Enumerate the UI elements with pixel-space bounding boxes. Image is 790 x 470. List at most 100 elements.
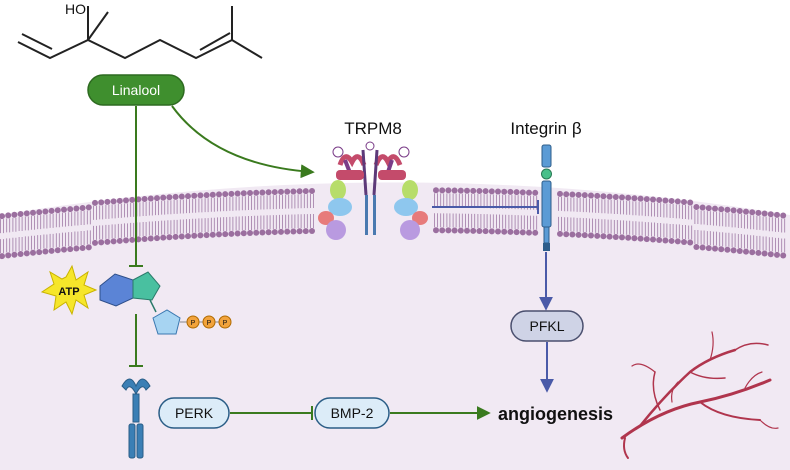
- lipid-tail: [644, 202, 649, 237]
- integrin-beta-icon: [541, 144, 552, 251]
- lipid-head: [730, 247, 737, 254]
- lipid-head: [185, 193, 191, 200]
- lipid-head: [247, 230, 253, 237]
- lipid-tail: [737, 214, 742, 249]
- lipid-head: [141, 235, 148, 242]
- perk-node[interactable]: [158, 397, 230, 429]
- lipid-head: [625, 234, 632, 241]
- lipid-head: [23, 250, 30, 257]
- lipid-head: [643, 236, 650, 243]
- lipid-tail: [254, 195, 259, 230]
- lipid-head: [61, 206, 67, 213]
- lipid-head: [172, 233, 179, 240]
- lipid-tail: [6, 218, 11, 253]
- lipid-head: [110, 238, 117, 245]
- lipid-tail: [564, 197, 569, 232]
- lipid-head: [290, 188, 297, 195]
- lipid-head: [216, 231, 222, 238]
- pfkl-node[interactable]: [510, 310, 584, 342]
- lipid-tail: [31, 215, 35, 250]
- lipid-head: [705, 205, 712, 212]
- phosphate-label: P: [191, 320, 196, 327]
- linalool-node[interactable]: [87, 74, 185, 106]
- lipid-head: [631, 195, 638, 202]
- lipid-tail: [682, 204, 686, 239]
- lipid-head: [482, 228, 489, 235]
- lipid-tail: [465, 193, 469, 228]
- lipid-tail: [285, 194, 290, 229]
- lipid-head: [191, 232, 198, 239]
- lipid-head: [36, 209, 43, 216]
- lipid-tail: [297, 194, 302, 229]
- lipid-head: [265, 229, 272, 236]
- lipid-head: [5, 252, 12, 259]
- lipid-head: [774, 251, 780, 258]
- lipid-tail: [0, 219, 4, 254]
- lipid-tail: [706, 211, 711, 246]
- lipid-head: [123, 237, 129, 244]
- lipid-head: [513, 189, 520, 196]
- lipid-tail: [241, 196, 246, 231]
- lipid-head: [526, 229, 532, 236]
- bmp2-node[interactable]: [314, 397, 390, 429]
- lipid-tail: [105, 204, 110, 239]
- lipid-head: [271, 229, 278, 236]
- lipid-head: [61, 246, 67, 253]
- lipid-head: [185, 233, 191, 240]
- lipid-head: [532, 229, 539, 236]
- lipid-tail: [762, 216, 767, 251]
- lipid-tail: [533, 195, 538, 230]
- lipid-tail: [161, 200, 166, 235]
- lipid-head: [612, 193, 619, 200]
- lipid-head: [278, 228, 284, 235]
- lipid-tail: [663, 203, 668, 238]
- trpm8-label: TRPM8: [344, 119, 402, 138]
- lipid-head: [581, 192, 588, 199]
- lipid-head: [674, 238, 681, 245]
- lipid-head: [160, 194, 167, 201]
- lipid-tail: [142, 201, 147, 236]
- lipid-head: [17, 251, 24, 258]
- lipid-head: [439, 227, 446, 234]
- lipid-tail: [229, 196, 234, 231]
- lipid-tail: [55, 213, 60, 248]
- lipid-head: [457, 227, 464, 234]
- receptor-icon: [121, 378, 151, 459]
- lipid-head: [519, 229, 526, 236]
- lipid-tail: [477, 194, 482, 229]
- lipid-head: [464, 187, 470, 194]
- lipid-head: [681, 198, 687, 205]
- lipid-head: [302, 188, 309, 195]
- lipid-tail: [675, 204, 680, 239]
- lipid-head: [470, 227, 477, 234]
- lipid-head: [476, 228, 483, 235]
- lipid-head: [433, 187, 439, 194]
- lipid-head: [705, 245, 712, 252]
- lipid-head: [228, 230, 235, 237]
- bmp2-label: BMP-2: [331, 405, 374, 421]
- lipid-tail: [713, 211, 717, 246]
- lipid-head: [712, 205, 718, 212]
- lipid-tail: [186, 199, 190, 234]
- lipid-head: [650, 236, 656, 243]
- lipid-tail: [167, 200, 172, 235]
- lipid-head: [743, 248, 749, 255]
- lipid-head: [681, 238, 687, 245]
- lipid-head: [693, 243, 700, 250]
- lipid-head: [48, 207, 55, 214]
- lipid-tail: [725, 212, 730, 247]
- lipid-tail: [99, 205, 104, 240]
- lipid-tail: [514, 195, 519, 230]
- lipid-head: [606, 233, 613, 240]
- lipid-head: [476, 188, 483, 195]
- lipid-tail: [613, 199, 618, 234]
- lipid-head: [116, 197, 123, 204]
- lipid-tail: [669, 203, 674, 238]
- lipid-head: [54, 207, 61, 214]
- lipid-head: [271, 189, 278, 196]
- lipid-head: [445, 227, 452, 234]
- lipid-tail: [272, 195, 277, 230]
- lipid-head: [557, 190, 563, 197]
- lipid-head: [147, 235, 154, 242]
